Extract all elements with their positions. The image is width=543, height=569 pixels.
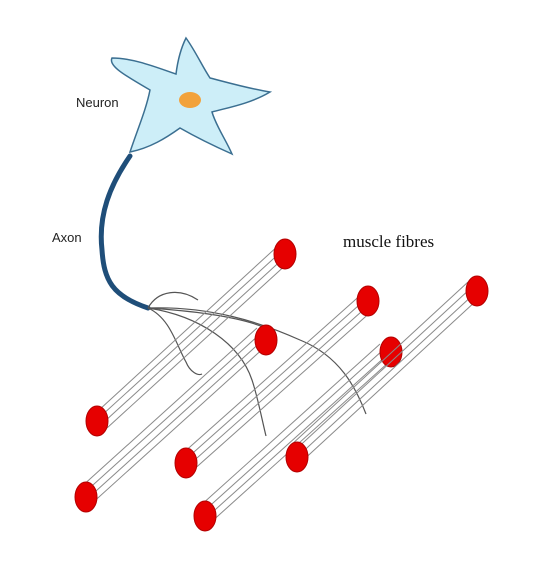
- muscle-fibre: [174, 285, 380, 479]
- nerve-branch-2: [147, 307, 267, 437]
- fibre-end: [174, 447, 198, 479]
- fibre-end: [356, 285, 380, 317]
- nerve-terminal-loop: [147, 291, 199, 309]
- muscle-fibres-label: muscle fibres: [343, 232, 434, 251]
- muscle-fibre: [85, 238, 297, 437]
- nerve-branch-1: [147, 307, 203, 376]
- muscle-fibre: [193, 336, 403, 532]
- neuron-label: Neuron: [76, 95, 119, 110]
- fibre-end: [254, 324, 278, 356]
- fibre-end: [85, 405, 109, 437]
- muscle-fibres: [74, 238, 489, 532]
- fibre-end: [379, 336, 403, 368]
- muscle-fibre: [74, 324, 278, 513]
- fibre-end: [74, 481, 98, 513]
- fibre-end: [285, 441, 309, 473]
- axon-label: Axon: [52, 230, 82, 245]
- muscle-fibre: [285, 275, 489, 473]
- nerve-branch-3: [147, 307, 367, 415]
- axon: [98, 153, 151, 311]
- nucleus: [179, 92, 201, 108]
- nerve-branches: [147, 291, 367, 437]
- fibre-end: [273, 238, 297, 270]
- fibre-end: [193, 500, 217, 532]
- fibre-end: [465, 275, 489, 307]
